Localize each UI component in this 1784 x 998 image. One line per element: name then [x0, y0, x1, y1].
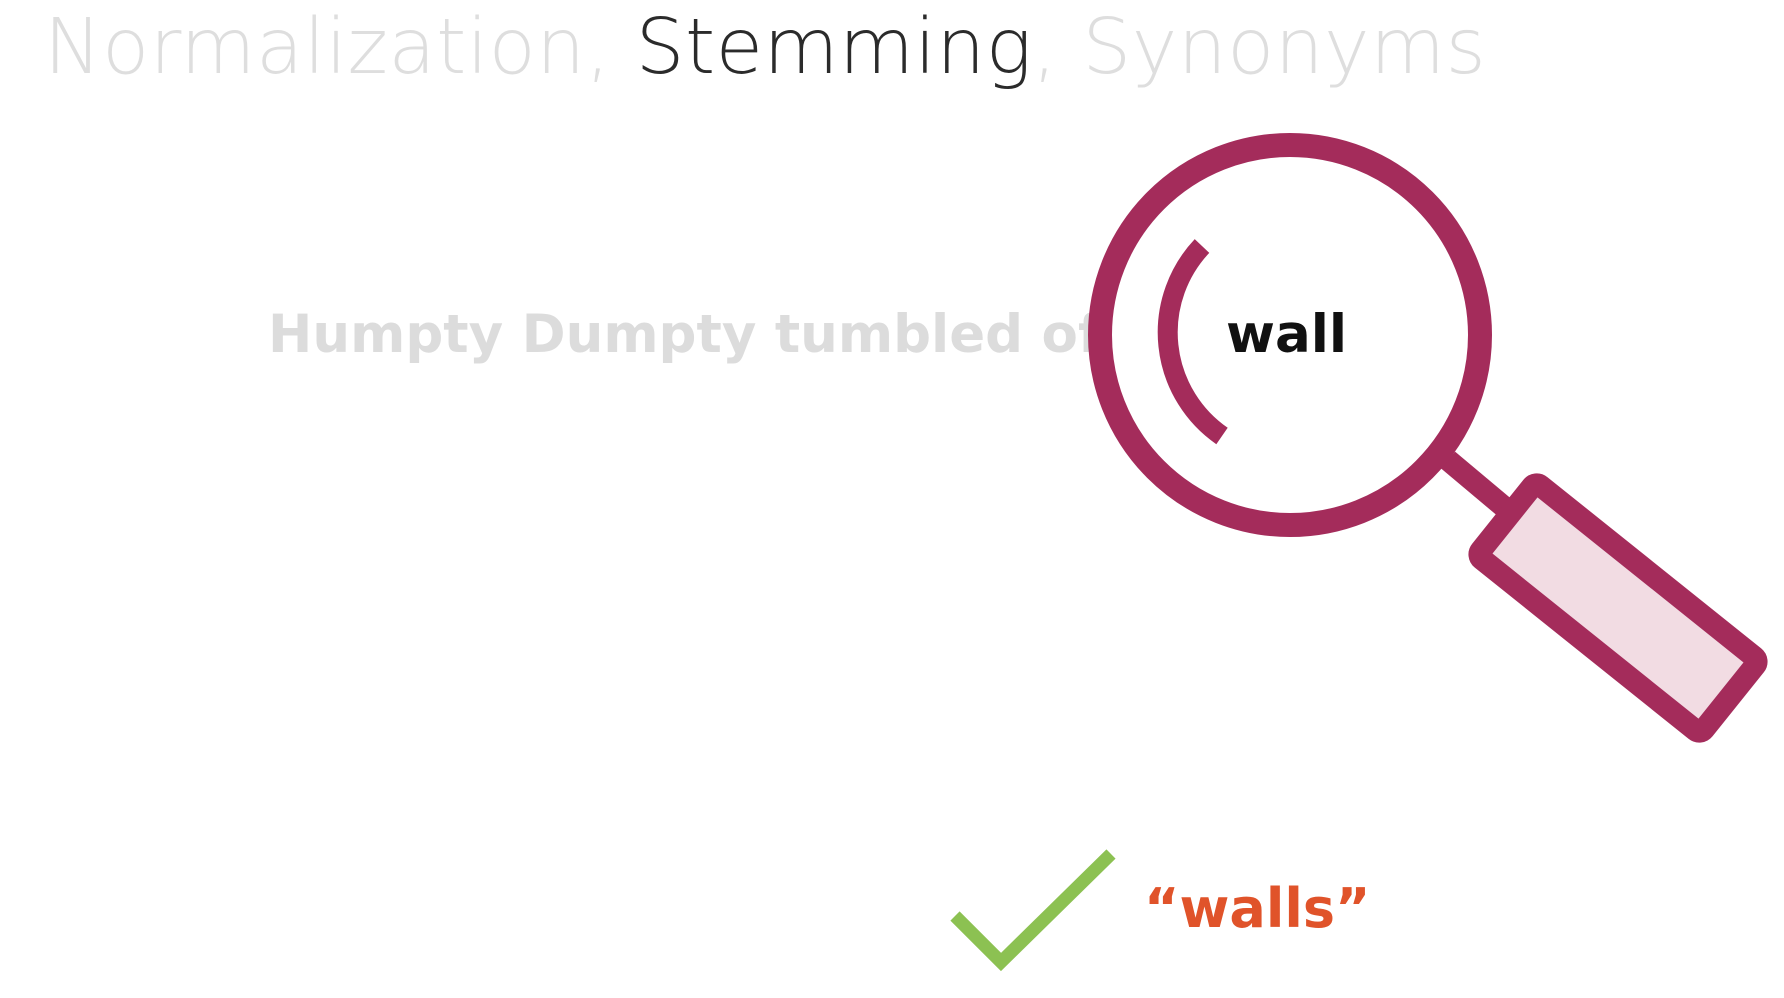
title-synonyms: , Synonyms — [1032, 3, 1487, 92]
title-normalization: Normalization, — [44, 3, 611, 92]
magnified-word: wall — [1226, 304, 1348, 365]
checkmark-icon — [950, 849, 1116, 972]
lens-shaft — [1440, 451, 1518, 521]
matched-term: “walls” — [1144, 877, 1371, 940]
handle — [1468, 473, 1768, 743]
lens-glare — [1157, 239, 1228, 445]
example-sentence: Humpty Dumpty tumbled off a — [268, 304, 1176, 365]
title-stemming-active: Stemming — [635, 3, 1033, 92]
slide-title: Normalization, Stemming, Synonyms — [44, 0, 1486, 95]
lens-ring — [1088, 133, 1492, 537]
